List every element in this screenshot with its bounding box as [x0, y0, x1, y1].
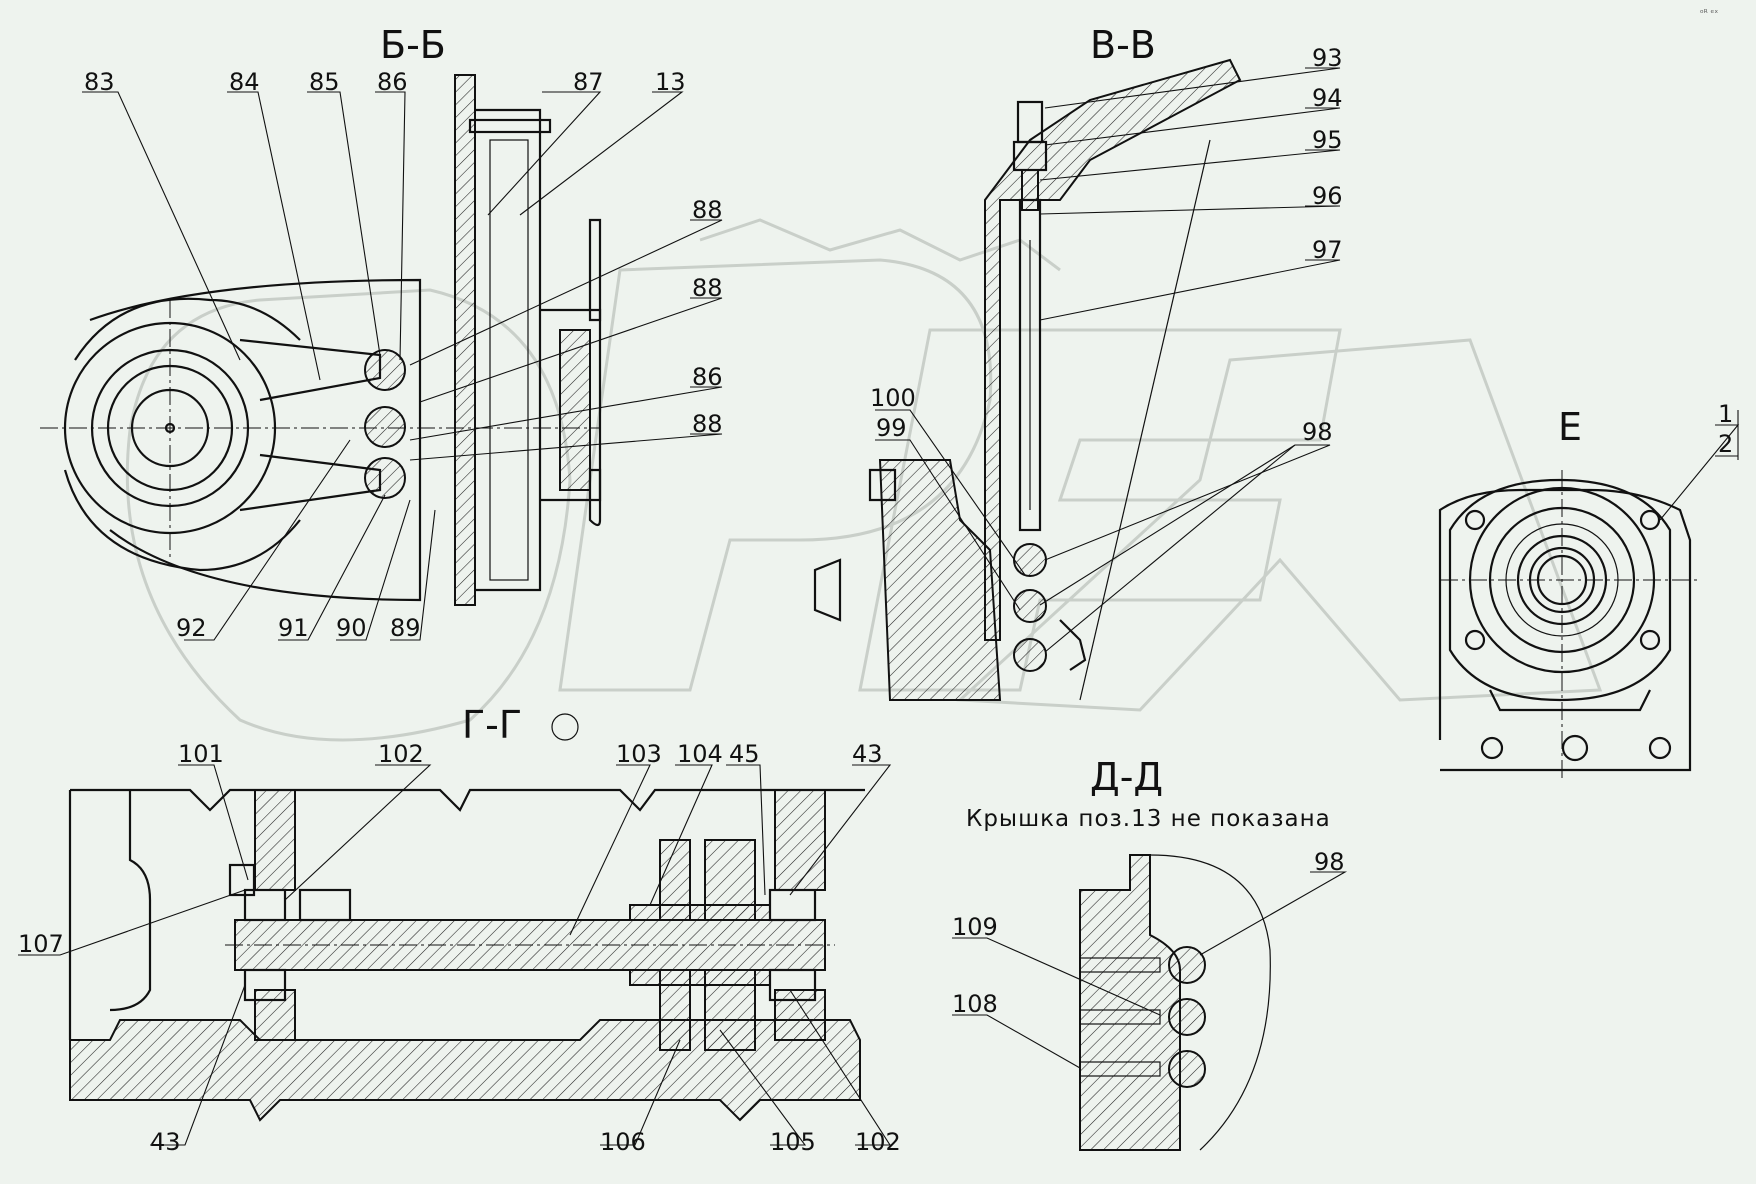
callout-89: 89 [390, 614, 421, 642]
callout-95: 95 [1312, 126, 1343, 154]
rotation-symbol [551, 713, 579, 741]
callout-88-top: 88 [692, 196, 723, 224]
callout-87: 87 [573, 68, 604, 96]
section-title-gg: Г-Г [462, 703, 522, 747]
callout-88-mid: 88 [692, 274, 723, 302]
section-bb-view [40, 74, 602, 606]
callout-1: 1 [1718, 400, 1733, 428]
callout-45: 45 [729, 740, 760, 768]
callout-96: 96 [1312, 182, 1343, 210]
callout-86: 86 [377, 68, 408, 96]
view-e [1438, 470, 1700, 780]
callout-104: 104 [677, 740, 723, 768]
callout-84: 84 [229, 68, 260, 96]
callout-13: 13 [655, 68, 686, 96]
callout-83: 83 [84, 68, 115, 96]
callout-88-low: 88 [692, 410, 723, 438]
section-dd-note: Крышка поз.13 не показана [966, 806, 1331, 832]
callout-106: 106 [600, 1128, 646, 1156]
callout-43-bottom: 43 [150, 1128, 181, 1156]
callout-93: 93 [1312, 44, 1343, 72]
callout-43-top: 43 [852, 740, 883, 768]
callout-92: 92 [176, 614, 207, 642]
callout-101: 101 [178, 740, 224, 768]
section-title-dd: Д-Д [1090, 755, 1163, 799]
callout-109: 109 [952, 913, 998, 941]
callout-108: 108 [952, 990, 998, 1018]
callout-103: 103 [616, 740, 662, 768]
section-title-bb: Б-Б [380, 23, 446, 67]
callout-97: 97 [1312, 236, 1343, 264]
callout-99: 99 [876, 414, 907, 442]
callouts-gg: 101 102 103 104 45 43 107 43 106 105 102 [18, 740, 901, 1156]
callout-107: 107 [18, 930, 64, 958]
section-vv-view [813, 58, 1242, 701]
callouts-vv: 93 94 95 96 97 100 99 98 [870, 44, 1343, 446]
callout-102-top: 102 [378, 740, 424, 768]
leaders-e [1659, 410, 1740, 521]
callouts-bb: 83 84 85 86 87 13 88 88 86 88 92 91 90 8… [84, 68, 723, 642]
leaders-vv [875, 67, 1341, 653]
callout-85: 85 [309, 68, 340, 96]
section-dd-view [1079, 854, 1271, 1151]
callouts-dd: 98 109 108 [952, 848, 1345, 1018]
callout-91: 91 [278, 614, 309, 642]
callout-2: 2 [1718, 430, 1733, 458]
leaders-dd [952, 871, 1348, 1069]
callout-94: 94 [1312, 84, 1343, 112]
callout-98-dd: 98 [1314, 848, 1345, 876]
leaders-bb [82, 91, 723, 641]
leaders-gg [18, 764, 892, 1146]
callout-102-bottom: 102 [855, 1128, 901, 1156]
view-title-e: Е [1558, 405, 1582, 449]
corner-mark: ᵒᴿ ᵉˣ [1700, 9, 1718, 19]
callout-105: 105 [770, 1128, 816, 1156]
callout-100: 100 [870, 384, 916, 412]
section-title-vv: В-В [1090, 23, 1156, 67]
watermark-outline [125, 218, 1603, 742]
callout-86-right: 86 [692, 363, 723, 391]
callout-90: 90 [336, 614, 367, 642]
callout-98-vv: 98 [1302, 418, 1333, 446]
section-gg-view [68, 788, 865, 1122]
